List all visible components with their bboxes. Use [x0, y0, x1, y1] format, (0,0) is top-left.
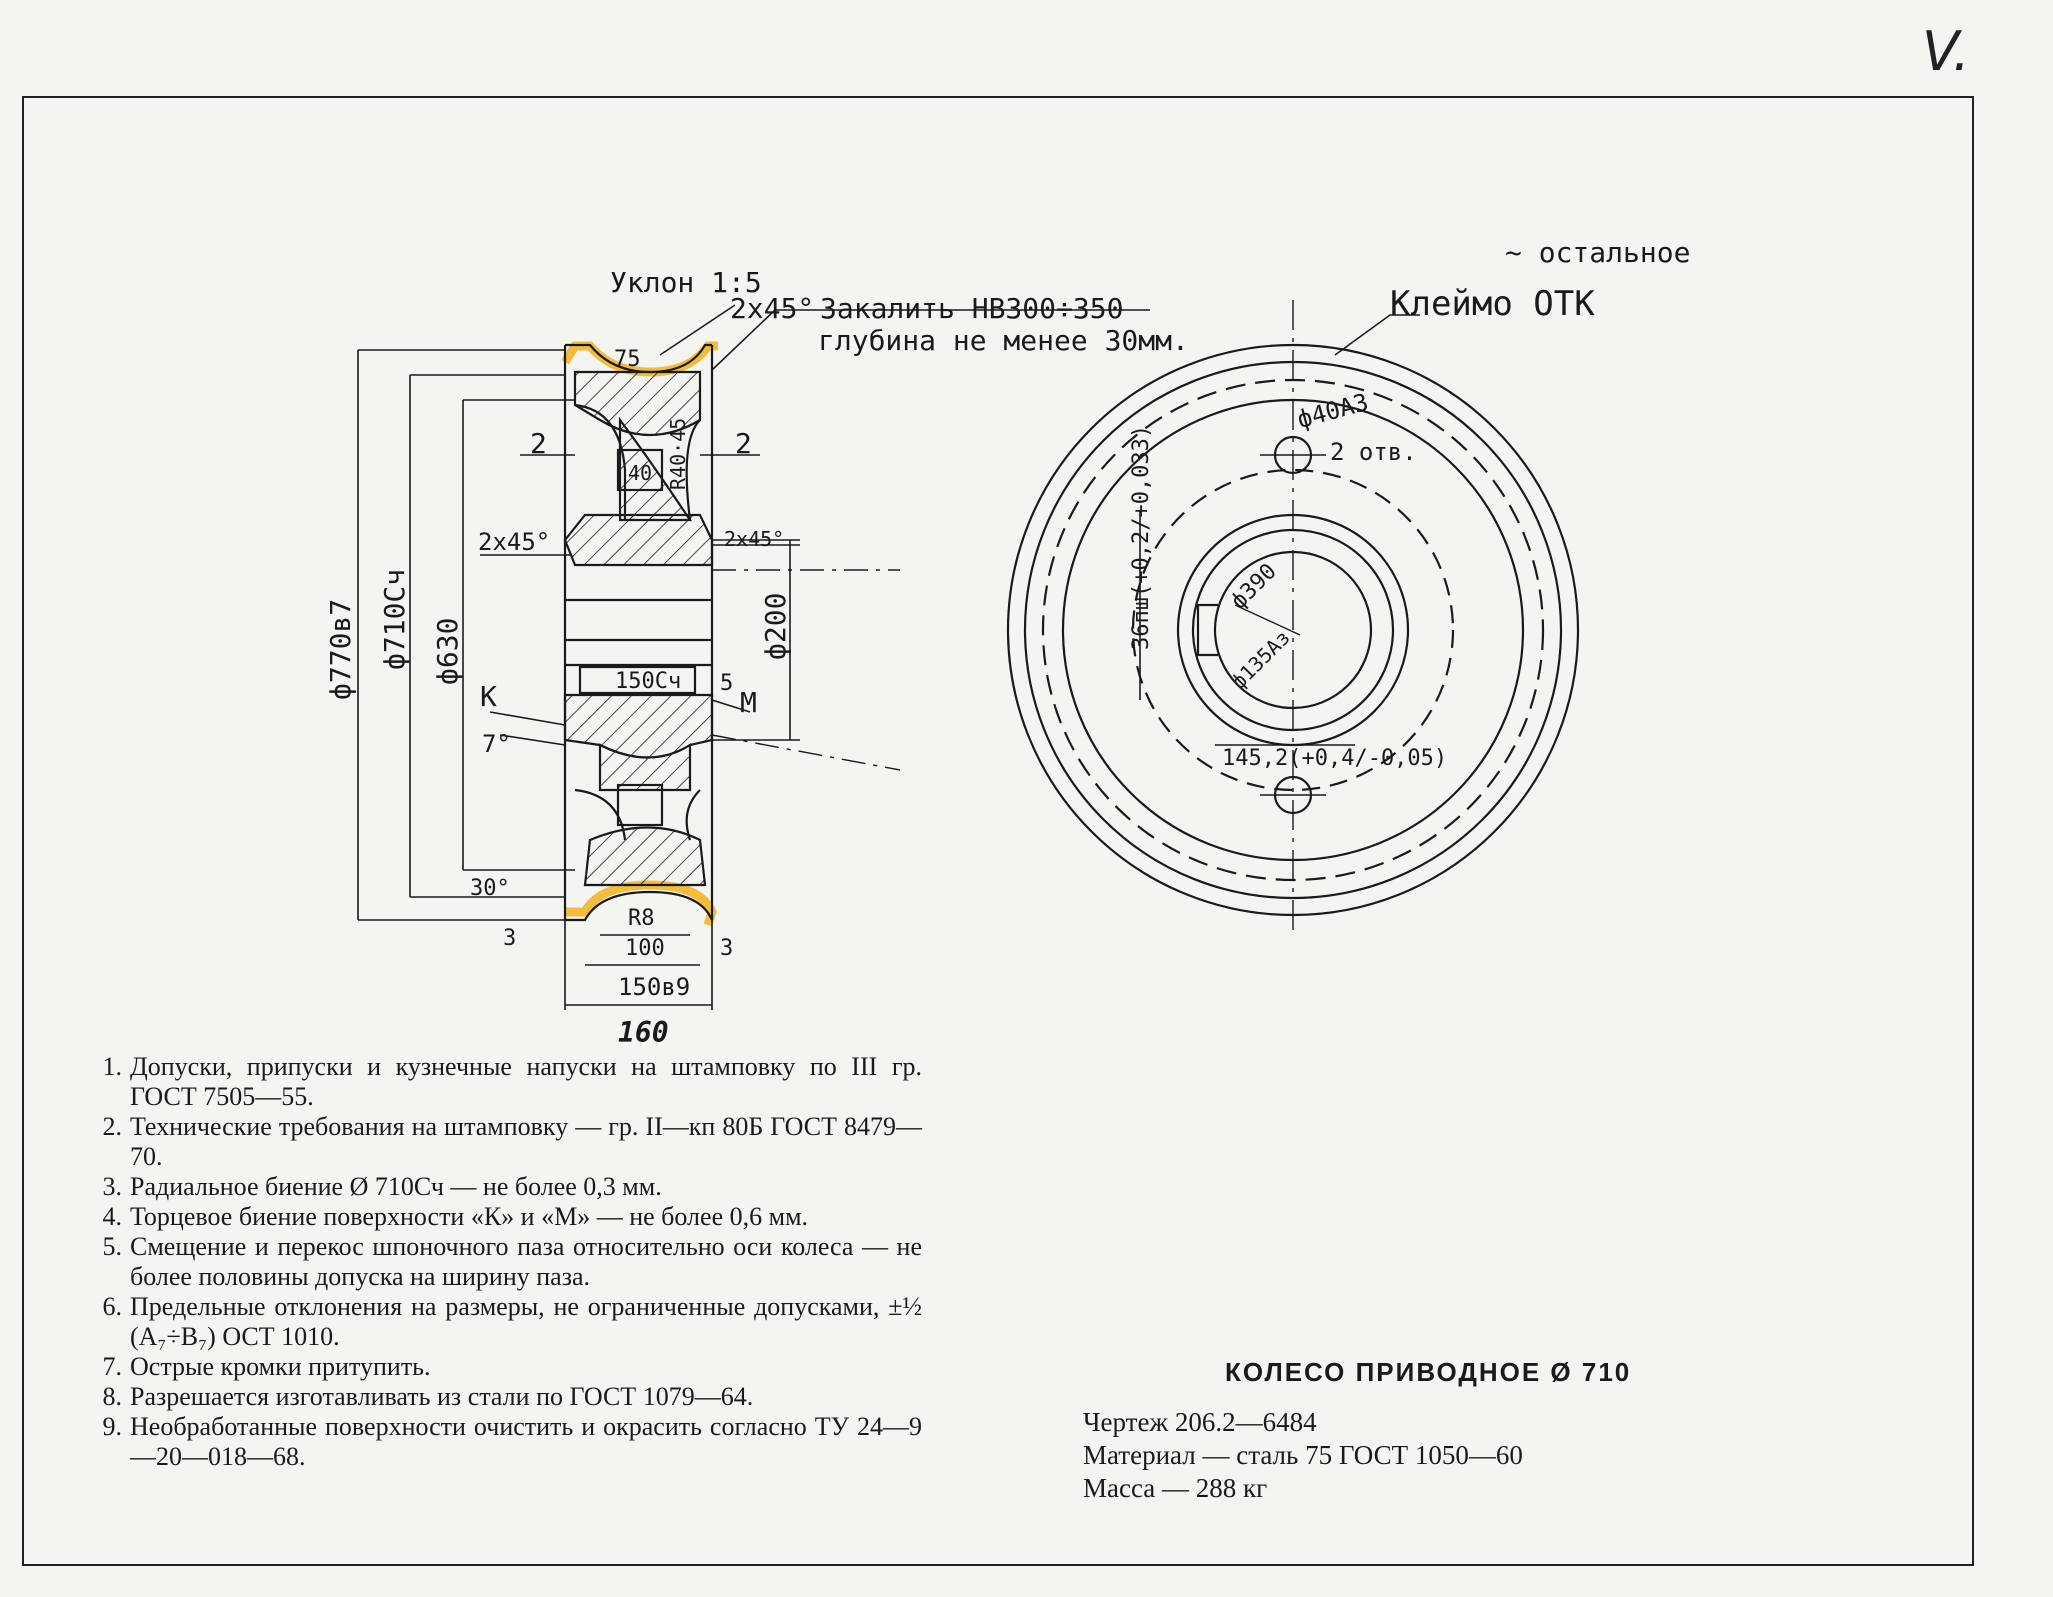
dim-100: 100: [625, 936, 665, 961]
bore-135: ф135Аз: [1227, 625, 1295, 693]
angle-30: 30°: [470, 876, 510, 901]
dim-2-left: 2: [530, 427, 547, 460]
stamp-label: Клеймо ОТК: [1390, 284, 1595, 324]
note-item: 3.Радиальное биение Ø 710Сч — не более 0…: [102, 1172, 662, 1201]
note-item: 7.Острые кромки притупить.: [102, 1352, 431, 1381]
chamfer-right-label: 2х45°: [724, 527, 784, 551]
dia-770-label: ф770в7: [324, 599, 357, 700]
dim-150-b9: 150в9: [618, 973, 690, 1001]
spec-block: Чертеж 206.2—6484 Материал — сталь 75 ГО…: [1083, 1406, 1523, 1505]
radius-8: R8: [628, 906, 655, 931]
label-m: M: [740, 686, 757, 719]
part-title: КОЛЕСО ПРИВОДНОЕ Ø 710: [1225, 1357, 1632, 1387]
material: Материал — сталь 75 ГОСТ 1050—60: [1083, 1440, 1523, 1470]
roughness-5: 5: [720, 671, 733, 696]
note-item: 4.Торцевое биение поверхности «К» и «М» …: [102, 1202, 809, 1231]
hole-spec-2: 2 отв.: [1330, 438, 1417, 466]
dim-150-sch: 150Сч: [615, 669, 681, 694]
roughness-3-right: 3: [720, 936, 733, 961]
slope-label: Уклон 1:5: [610, 266, 762, 299]
bore-390: ф390: [1227, 559, 1282, 614]
dim-160: 160: [618, 1016, 669, 1049]
dia-630-label: ф630: [431, 618, 464, 685]
dia-710-label: ф710Сч: [378, 569, 411, 670]
note-item: 5.Смещение и перекос шпоночного паза отн…: [102, 1232, 923, 1291]
chamfer-left-label: 2х45°: [478, 528, 550, 556]
note-item: 1.Допуски, припуски и кузнечные напуски …: [102, 1052, 923, 1111]
front-view: [1006, 300, 1580, 930]
technical-notes: 1.Допуски, припуски и кузнечные напуски …: [82, 1052, 923, 1472]
label-k: K: [480, 680, 497, 713]
keyway-depth: 145,2(+0,4/-0,05): [1222, 746, 1447, 771]
note-item: 9.Необработанные поверхности очистить и …: [102, 1412, 923, 1471]
dia-200-label: ф200: [759, 593, 792, 660]
section-view: [357, 304, 1150, 1010]
note-item: 6.Предельные отклонения на размеры, не о…: [102, 1292, 923, 1351]
hole-spec-1: ф40А3: [1294, 388, 1371, 434]
keyway-width: 36пш(+0,2/+0,033): [1129, 425, 1154, 650]
dim-r40: R40·45: [666, 418, 690, 490]
hardening-line2: глубина не менее 30мм.: [818, 324, 1189, 357]
angle-7: 7°: [482, 730, 511, 758]
rest-roughness-note: ~ остальное: [1505, 236, 1690, 269]
drawing-frame: [22, 96, 1974, 1566]
corner-check-mark: V.: [1922, 20, 1970, 83]
hardening-line1: Закалить НВ300÷350: [820, 292, 1123, 325]
chamfer-top-label: 2х45°: [730, 292, 814, 325]
drawing-number: Чертеж 206.2—6484: [1083, 1407, 1317, 1437]
dim-40: 40: [628, 461, 652, 485]
note-item: 8.Разрешается изготавливать из стали по …: [102, 1382, 754, 1411]
dim-75: 75: [614, 347, 641, 372]
roughness-3-left: 3: [503, 926, 516, 951]
mass: Масса — 288 кг: [1083, 1473, 1268, 1503]
dim-2-right: 2: [735, 427, 752, 460]
note-item: 2.Технические требования на штамповку — …: [102, 1112, 923, 1171]
